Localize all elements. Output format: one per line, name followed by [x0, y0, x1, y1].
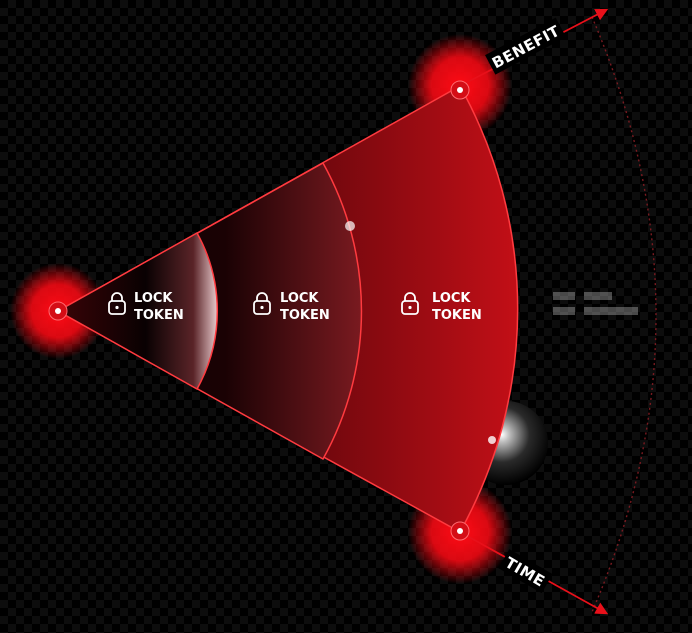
benefit-label: BENEFIT [489, 22, 563, 73]
lock-icon [401, 292, 419, 315]
segment-2-line1: LOCK [280, 291, 319, 306]
segment-3-line1: LOCK [432, 291, 471, 306]
lock-icon [108, 292, 126, 315]
faint-decorative-marks [553, 292, 638, 315]
segment-2-line2: TOKEN [280, 308, 330, 323]
segment-label-2: LOCK TOKEN [253, 291, 330, 323]
arc-highlight-outer [488, 436, 496, 444]
segment-1-line1: LOCK [134, 291, 173, 306]
arc-highlight-middle [345, 221, 355, 231]
time-label-group: TIME [498, 549, 553, 594]
benefit-node [450, 80, 470, 100]
segment-label-1: LOCK TOKEN [108, 291, 184, 323]
apex-node [48, 301, 68, 321]
benefit-label-group: BENEFIT [485, 17, 567, 75]
segment-inner [56, 231, 219, 391]
segment-3-line2: TOKEN [432, 308, 482, 323]
lock-icon [253, 292, 271, 315]
time-node [450, 521, 470, 541]
segment-label-3: LOCK TOKEN [401, 291, 482, 323]
segment-1-line2: TOKEN [134, 308, 184, 323]
